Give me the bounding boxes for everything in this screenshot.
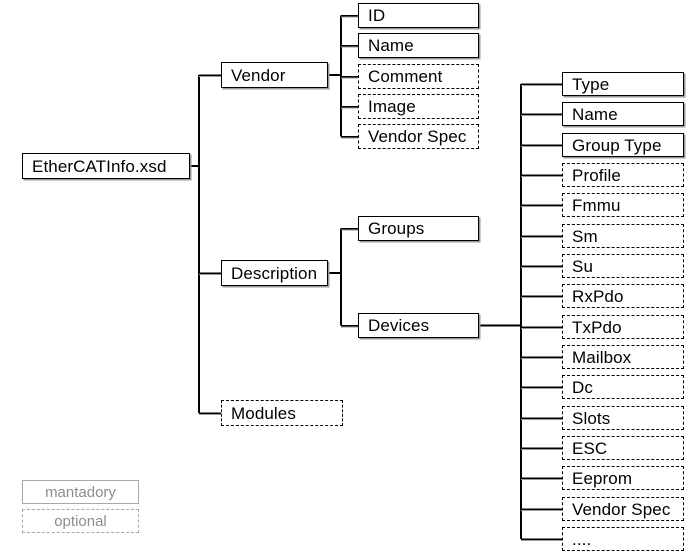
node-label: Mailbox [572, 347, 632, 367]
node-label: Modules [231, 403, 296, 423]
node-description-groups[interactable]: Groups [358, 216, 479, 241]
legend-optional[interactable]: optional [22, 509, 139, 533]
node-label: mantadory [45, 483, 116, 501]
node-label: Name [368, 36, 414, 55]
node-label: Vendor Spec [368, 127, 467, 146]
node-label: ESC [572, 438, 608, 458]
node-modules[interactable]: Modules [221, 400, 343, 426]
node-label: Image [368, 97, 416, 116]
node-devices-dc[interactable]: Dc [562, 375, 684, 399]
node-label: Devices [368, 316, 430, 335]
node-devices-slots[interactable]: Slots [562, 406, 684, 430]
node-label: Type [572, 74, 610, 94]
node-label: Comment [368, 67, 443, 86]
node-label: Fmmu [572, 195, 621, 215]
node-vendor-name[interactable]: Name [358, 33, 479, 58]
node-devices-dots[interactable]: .... [562, 527, 684, 551]
node-devices-fmmu[interactable]: Fmmu [562, 193, 684, 217]
node-label: optional [54, 512, 107, 530]
node-devices-txpdo[interactable]: TxPdo [562, 315, 684, 339]
node-label: Vendor Spec [572, 499, 671, 519]
node-devices-profile[interactable]: Profile [562, 163, 684, 187]
node-label: Slots [572, 408, 611, 428]
node-label: TxPdo [572, 317, 622, 337]
node-root-ethercatinfo-xsd[interactable]: EtherCATInfo.xsd [22, 153, 190, 179]
node-label: Dc [572, 377, 593, 397]
node-vendor-vendor-spec[interactable]: Vendor Spec [358, 124, 479, 149]
node-devices-vendor-spec[interactable]: Vendor Spec [562, 497, 684, 521]
node-label: Group Type [572, 135, 662, 155]
node-vendor-comment[interactable]: Comment [358, 64, 479, 89]
node-label: Vendor [231, 65, 286, 85]
node-label: ID [368, 6, 386, 25]
node-label: Description [231, 263, 318, 283]
node-vendor-id[interactable]: ID [358, 3, 479, 28]
node-label: Eeprom [572, 468, 633, 488]
node-devices-name[interactable]: Name [562, 102, 684, 126]
node-devices-type[interactable]: Type [562, 72, 684, 96]
node-label: Su [572, 256, 593, 276]
node-label: Sm [572, 226, 598, 246]
node-devices-esc[interactable]: ESC [562, 436, 684, 460]
node-description-devices[interactable]: Devices [358, 313, 479, 338]
node-vendor-image[interactable]: Image [358, 94, 479, 119]
node-devices-group-type[interactable]: Group Type [562, 133, 684, 157]
node-devices-su[interactable]: Su [562, 254, 684, 278]
node-devices-eeprom[interactable]: Eeprom [562, 466, 684, 490]
node-label: Groups [368, 219, 425, 238]
node-label: RxPdo [572, 286, 624, 306]
node-label: .... [572, 529, 592, 549]
node-devices-rxpdo[interactable]: RxPdo [562, 284, 684, 308]
node-devices-sm[interactable]: Sm [562, 224, 684, 248]
node-devices-mailbox[interactable]: Mailbox [562, 345, 684, 369]
node-label: Name [572, 104, 618, 124]
legend-mantadory[interactable]: mantadory [22, 480, 139, 504]
node-label: Profile [572, 165, 621, 185]
node-description[interactable]: Description [221, 260, 328, 286]
node-vendor[interactable]: Vendor [221, 62, 328, 88]
node-label: EtherCATInfo.xsd [32, 156, 167, 176]
